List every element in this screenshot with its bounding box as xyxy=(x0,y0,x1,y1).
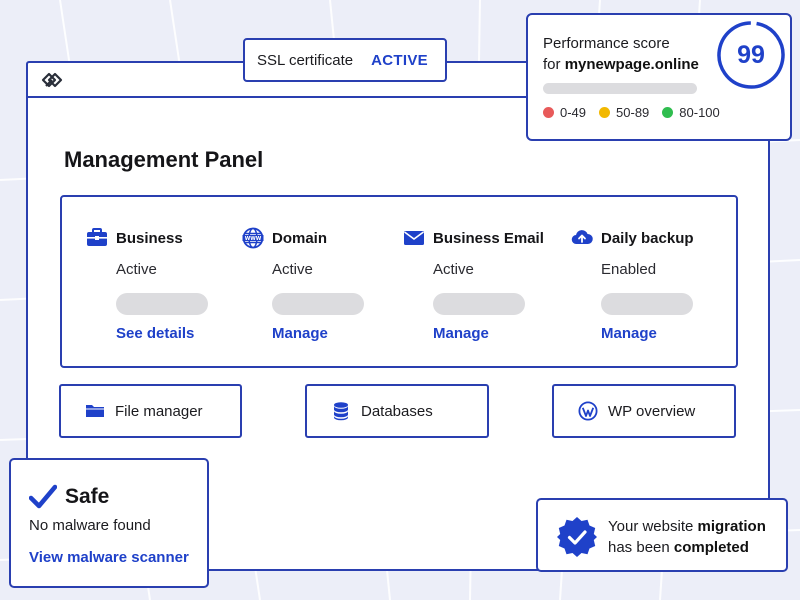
green-dot-icon xyxy=(662,107,674,118)
verified-badge-icon xyxy=(557,517,597,557)
malware-safe-card: Safe No malware found View malware scann… xyxy=(9,458,209,588)
legend-label-high: 80-100 xyxy=(679,105,720,120)
migration-bold-2: completed xyxy=(673,539,749,556)
red-dot-icon xyxy=(543,107,554,118)
checkmark-icon xyxy=(29,484,57,509)
service-business: Business Active See details xyxy=(86,227,246,347)
service-business-email: Business Email Active Manage xyxy=(403,227,563,347)
briefcase-icon xyxy=(87,228,107,246)
score-ring-icon xyxy=(717,21,785,89)
see-details-link[interactable]: See details xyxy=(116,325,195,342)
migration-text-1: Your website xyxy=(608,518,698,535)
service-email-status: Active xyxy=(433,261,474,278)
safe-subtitle: No malware found xyxy=(29,517,151,534)
service-domain-status: Active xyxy=(272,261,313,278)
ssl-status-badge: ACTIVE xyxy=(371,51,428,69)
svg-text:WWW: WWW xyxy=(245,236,262,242)
ssl-certificate-card: SSL certificate ACTIVE xyxy=(243,38,447,82)
email-manage-link[interactable]: Manage xyxy=(433,325,489,342)
migration-text-2: has been xyxy=(608,539,674,556)
service-backup-status: Enabled xyxy=(601,261,657,278)
page-title: Management Panel xyxy=(64,147,264,172)
www-globe-icon: WWW xyxy=(242,227,264,249)
legend-label-low: 0-49 xyxy=(560,105,587,120)
service-business-status: Active xyxy=(116,261,157,278)
safe-title: Safe xyxy=(65,485,110,508)
placeholder-bar xyxy=(116,293,208,315)
service-domain-header: WWW Domain xyxy=(242,227,327,249)
services-panel: Business Active See details WWW Domain A… xyxy=(60,195,738,368)
service-daily-backup: Daily backup Enabled Manage xyxy=(571,227,731,347)
file-manager-label: File manager xyxy=(115,402,203,420)
service-business-header: Business xyxy=(86,227,183,249)
placeholder-bar xyxy=(601,293,693,315)
placeholder-bar xyxy=(272,293,364,315)
databases-label: Databases xyxy=(361,402,433,420)
performance-placeholder-bar xyxy=(543,83,697,94)
legend-item-mid: 50-89 xyxy=(599,105,649,120)
databases-button[interactable]: Databases xyxy=(305,384,489,438)
yellow-dot-icon xyxy=(599,107,611,118)
legend-item-high: 80-100 xyxy=(662,105,720,120)
backup-manage-link[interactable]: Manage xyxy=(601,325,657,342)
service-email-title: Business Email xyxy=(433,229,544,247)
wp-overview-label: WP overview xyxy=(608,402,696,420)
migration-complete-card: Your website migration has been complete… xyxy=(536,498,788,572)
performance-score-value: 99 xyxy=(737,40,765,69)
domain-manage-link[interactable]: Manage xyxy=(272,325,328,342)
safe-header: Safe xyxy=(29,484,109,510)
ssl-label: SSL certificate xyxy=(257,51,354,69)
envelope-icon xyxy=(404,231,424,245)
service-domain: WWW Domain Active Manage xyxy=(242,227,402,347)
logo-icon xyxy=(41,72,63,88)
migration-bold-1: migration xyxy=(697,518,766,535)
service-backup-title: Daily backup xyxy=(601,229,694,247)
service-email-header: Business Email xyxy=(403,227,544,249)
performance-domain: mynewpage.online xyxy=(564,56,699,73)
migration-line-2: has been completed xyxy=(608,537,766,558)
legend-label-mid: 50-89 xyxy=(616,105,650,120)
performance-score-card: Performance score for mynewpage.online 0… xyxy=(526,13,792,141)
service-backup-header: Daily backup xyxy=(571,227,694,249)
wp-overview-button[interactable]: WP overview xyxy=(552,384,736,438)
migration-line-1: Your website migration xyxy=(608,516,766,537)
performance-title: Performance score xyxy=(543,35,670,52)
service-business-title: Business xyxy=(116,229,183,247)
wordpress-icon xyxy=(578,401,598,421)
performance-for-text: for xyxy=(543,56,565,73)
view-malware-scanner-link[interactable]: View malware scanner xyxy=(29,549,189,566)
file-manager-button[interactable]: File manager xyxy=(59,384,242,438)
migration-message: Your website migration has been complete… xyxy=(608,516,766,558)
performance-legend: 0-49 50-89 80-100 xyxy=(543,105,733,120)
database-icon xyxy=(334,402,348,421)
window-divider xyxy=(28,96,768,98)
legend-item-low: 0-49 xyxy=(543,105,586,120)
folder-icon xyxy=(86,405,104,417)
service-domain-title: Domain xyxy=(272,229,328,247)
placeholder-bar xyxy=(433,293,525,315)
performance-domain-line: for mynewpage.online xyxy=(543,56,699,73)
cloud-upload-icon xyxy=(571,230,593,245)
